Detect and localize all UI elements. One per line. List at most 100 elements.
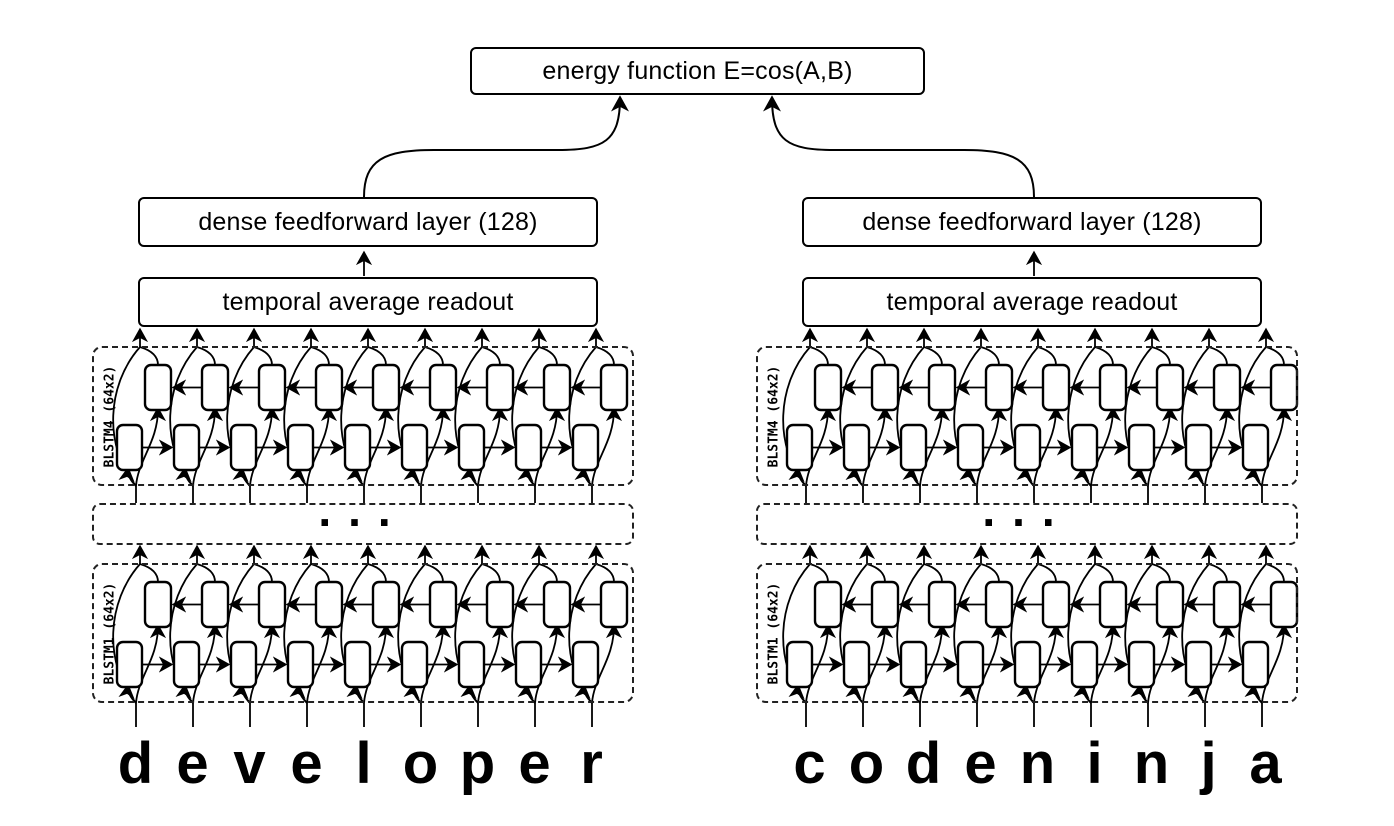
input-letter: e xyxy=(964,731,997,796)
lstm-cell-backward xyxy=(1155,580,1185,629)
lstm-cell-forward xyxy=(1070,640,1099,689)
connection-arrow xyxy=(534,623,566,704)
lstm-cell-forward xyxy=(457,640,486,689)
lstm-cell-forward xyxy=(1013,423,1042,472)
connection-arrow xyxy=(397,346,426,487)
connection-arrow xyxy=(782,346,811,487)
lstm-cell-forward xyxy=(286,640,315,689)
connection-arrow xyxy=(805,623,837,704)
ellipsis-label: ... xyxy=(982,484,1072,537)
lstm-cell-forward xyxy=(1184,423,1213,472)
connection-arrow xyxy=(1010,346,1039,487)
lstm-cell-forward xyxy=(1241,640,1270,689)
connection-arrow xyxy=(568,346,597,487)
connection-arrow xyxy=(763,95,1035,198)
lstm-cell-backward xyxy=(927,580,957,629)
lstm-cell-backward xyxy=(870,580,900,629)
connection-arrow xyxy=(477,406,509,487)
lstm-cell-forward xyxy=(785,640,814,689)
lstm-cell-forward xyxy=(571,640,600,689)
connection-arrow xyxy=(591,406,623,487)
lstm-cell-forward xyxy=(286,423,315,472)
lstm-cell-forward xyxy=(514,640,543,689)
lstm-cell-backward xyxy=(257,580,287,629)
lstm-cell-backward xyxy=(143,580,173,629)
lstm-cell-backward xyxy=(200,580,230,629)
input-letter: o xyxy=(848,731,885,796)
input-letter: e xyxy=(518,731,551,796)
connection-arrow xyxy=(249,623,281,704)
lstm-cell-backward xyxy=(314,363,344,412)
input-letter: n xyxy=(1133,731,1170,796)
connection-arrow xyxy=(306,406,338,487)
lstm-cell-forward xyxy=(571,423,600,472)
connection-arrow xyxy=(534,406,566,487)
lstm-cell-forward xyxy=(899,640,928,689)
connection-arrow xyxy=(1124,563,1153,704)
lstm-cell-backward xyxy=(599,580,629,629)
blstm1-container-right: BLSTM1 (64x2) xyxy=(756,563,1298,703)
lstm-cell-backward xyxy=(1041,363,1071,412)
lstm-cell-backward xyxy=(1098,580,1128,629)
lstm-cell-forward xyxy=(1070,423,1099,472)
blstm4-container-right: BLSTM4 (64x2) xyxy=(756,346,1298,486)
connection-arrow xyxy=(511,346,540,487)
input-letter: p xyxy=(459,731,496,796)
dense-feedforward-label: dense feedforward layer (128) xyxy=(198,207,538,236)
connection-arrow xyxy=(340,346,369,487)
connection-arrow xyxy=(568,563,597,704)
lstm-cell-backward xyxy=(542,363,572,412)
input-letter: j xyxy=(1200,731,1217,796)
blstm1-container-left: BLSTM1 (64x2) xyxy=(92,563,634,703)
connection-arrow xyxy=(919,623,951,704)
lstm-cell-forward xyxy=(172,423,201,472)
lstm-cell-backward xyxy=(870,363,900,412)
connection-arrow xyxy=(1090,623,1122,704)
lstm-cell-forward xyxy=(115,423,144,472)
connection-arrow xyxy=(1010,563,1039,704)
lstm-cell-forward xyxy=(956,423,985,472)
lstm-cell-forward xyxy=(899,423,928,472)
connection-arrow xyxy=(283,563,312,704)
connection-arrow xyxy=(839,563,868,704)
connection-arrow xyxy=(249,406,281,487)
blstm4-container-left: BLSTM4 (64x2) xyxy=(92,346,634,486)
connection-arrow xyxy=(1261,406,1293,487)
connection-arrow xyxy=(1204,406,1236,487)
lstm-cell-backward xyxy=(813,363,843,412)
lstm-cell-forward xyxy=(1241,423,1270,472)
lstm-cell-backward xyxy=(314,580,344,629)
connection-arrow xyxy=(420,406,452,487)
connection-arrow xyxy=(454,563,483,704)
connection-arrow xyxy=(454,346,483,487)
temporal-readout-box-left: temporal average readout xyxy=(138,277,598,327)
lstm-cell-backward xyxy=(428,363,458,412)
connection-arrow xyxy=(135,406,167,487)
lstm-cell-backward xyxy=(200,363,230,412)
connection-arrow xyxy=(953,563,982,704)
connection-arrow xyxy=(477,623,509,704)
connection-arrow xyxy=(112,563,141,704)
connection-arrow xyxy=(340,563,369,704)
connection-arrow xyxy=(976,406,1008,487)
lstm-cell-forward xyxy=(115,640,144,689)
dense-feedforward-box-left: dense feedforward layer (128) xyxy=(138,197,598,247)
blstm4-label-right: BLSTM4 (64x2) xyxy=(766,365,782,467)
blstm4-label-left: BLSTM4 (64x2) xyxy=(102,365,118,467)
connection-arrow xyxy=(169,346,198,487)
lstm-cell-backward xyxy=(984,580,1014,629)
connection-arrow xyxy=(306,623,338,704)
lstm-cell-backward xyxy=(1212,580,1242,629)
lstm-cell-backward xyxy=(542,580,572,629)
connection-arrow xyxy=(1238,346,1267,487)
connection-arrow xyxy=(363,95,629,198)
lstm-cell-forward xyxy=(400,640,429,689)
lstm-cell-backward xyxy=(428,580,458,629)
lstm-cell-backward xyxy=(371,363,401,412)
connection-arrow xyxy=(896,346,925,487)
lstm-cell-backward xyxy=(984,363,1014,412)
blstm-weave-left xyxy=(112,250,629,727)
lstm-cell-forward xyxy=(514,423,543,472)
